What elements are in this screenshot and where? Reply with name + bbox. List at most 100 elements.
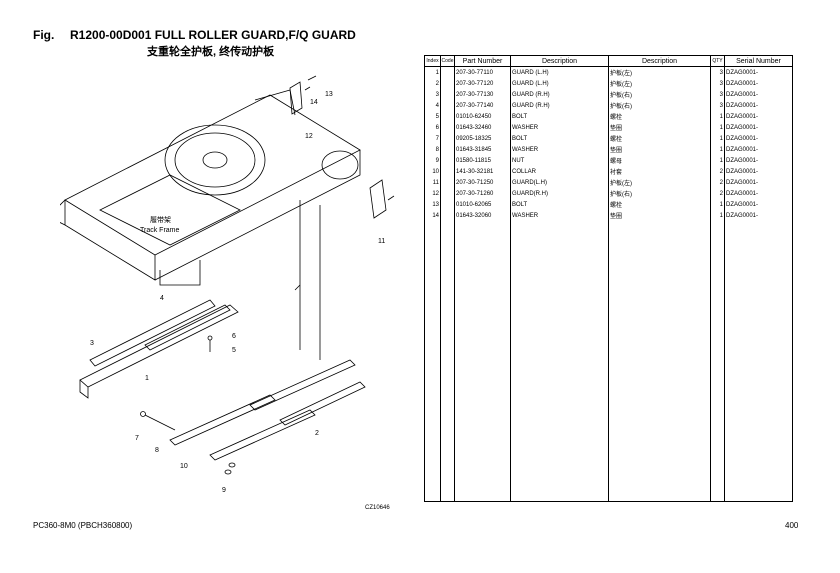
cell-pn: 207-30-77120: [454, 78, 511, 89]
cell-desc_en: GUARD (R.H): [510, 89, 609, 100]
cell-pn: 207-30-77140: [454, 100, 511, 111]
cell-code: [440, 133, 455, 144]
cell-serial: DZAG0001-: [724, 133, 793, 144]
cell-desc_cn: 垫圈: [608, 210, 711, 221]
cell-index: 6: [424, 122, 441, 133]
cell-desc_cn: 护板(右): [608, 100, 711, 111]
cell-index: 2: [424, 78, 441, 89]
callout-3: 3: [90, 340, 94, 347]
cell-serial: DZAG0001-: [724, 111, 793, 122]
filler-cell: [724, 221, 793, 502]
cell-qty: 2: [710, 188, 725, 199]
cell-qty: 1: [710, 144, 725, 155]
cell-qty: 1: [710, 210, 725, 221]
cell-pn: 01643-31845: [454, 144, 511, 155]
callout-8: 8: [155, 447, 159, 454]
cell-index: 10: [424, 166, 441, 177]
cell-serial: DZAG0001-: [724, 100, 793, 111]
track-frame: [60, 89, 361, 286]
cell-qty: 1: [710, 111, 725, 122]
cell-serial: DZAG0001-: [724, 166, 793, 177]
cell-code: [440, 78, 455, 89]
cell-desc_cn: 护板(右): [608, 188, 711, 199]
cell-pn: 01643-32060: [454, 210, 511, 221]
cell-qty: 1: [710, 133, 725, 144]
cell-code: [440, 66, 455, 78]
cell-desc_cn: 护板(左): [608, 66, 711, 78]
cell-serial: DZAG0001-: [724, 155, 793, 166]
filler-cell: [608, 221, 711, 502]
cell-serial: DZAG0001-: [724, 78, 793, 89]
bracket-13-14: [289, 75, 317, 115]
cell-serial: DZAG0001-: [724, 144, 793, 155]
cell-index: 14: [424, 210, 441, 221]
cell-qty: 3: [710, 66, 725, 78]
filler-cell: [710, 221, 725, 502]
cell-index: 5: [424, 111, 441, 122]
cell-desc_en: WASHER: [510, 122, 609, 133]
cell-index: 4: [424, 100, 441, 111]
bracket-11-12: [369, 179, 395, 219]
cell-code: [440, 155, 455, 166]
exploded-diagram: 履带架 Track Frame: [60, 75, 395, 494]
track-frame-label-en: Track Frame: [140, 227, 180, 234]
cell-index: 3: [424, 89, 441, 100]
cell-pn: 09205-18325: [454, 133, 511, 144]
cell-qty: 1: [710, 155, 725, 166]
cell-desc_en: COLLAR: [510, 166, 609, 177]
cell-code: [440, 122, 455, 133]
cell-desc_cn: 垫圈: [608, 144, 711, 155]
cell-qty: 3: [710, 89, 725, 100]
cell-desc_cn: 护板(左): [608, 78, 711, 89]
cell-qty: 1: [710, 122, 725, 133]
callout-2: 2: [315, 430, 319, 437]
cell-desc_en: WASHER: [510, 210, 609, 221]
cell-desc_en: BOLT: [510, 199, 609, 210]
cell-code: [440, 210, 455, 221]
page-subtitle: 支重轮全护板, 终传动护板: [147, 46, 275, 58]
cell-qty: 1: [710, 199, 725, 210]
col-description-en: Description: [510, 55, 609, 67]
cell-pn: 207-30-71260: [454, 188, 511, 199]
callout-14: 14: [310, 99, 318, 106]
fig-label: Fig.: [33, 28, 55, 42]
col-code: Code: [440, 55, 455, 67]
callout-5: 5: [232, 347, 236, 354]
cell-desc_en: GUARD(L.H): [510, 177, 609, 188]
model-footer: PC360-8M0 (PBCH360800): [33, 521, 133, 530]
cell-serial: DZAG0001-: [724, 66, 793, 78]
cell-pn: 01010-62450: [454, 111, 511, 122]
callout-12: 12: [305, 133, 313, 140]
cell-qty: 3: [710, 100, 725, 111]
cell-desc_cn: 护板(左): [608, 177, 711, 188]
callout-7: 7: [135, 435, 139, 442]
parts-table: Index Code Part Number Description Descr…: [424, 55, 793, 502]
cell-desc_cn: 护板(右): [608, 89, 711, 100]
cell-code: [440, 144, 455, 155]
cell-index: 8: [424, 144, 441, 155]
cell-desc_en: GUARD (L.H): [510, 78, 609, 89]
cell-serial: DZAG0001-: [724, 122, 793, 133]
leader-lines: [294, 200, 321, 360]
cell-desc_cn: 螺栓: [608, 199, 711, 210]
guard-set-right: [169, 359, 366, 461]
col-qty: QTY: [710, 55, 725, 67]
cell-desc_en: GUARD (L.H): [510, 66, 609, 78]
cell-index: 11: [424, 177, 441, 188]
cell-desc_cn: 垫圈: [608, 122, 711, 133]
cell-code: [440, 188, 455, 199]
cell-desc_en: WASHER: [510, 144, 609, 155]
cell-pn: 207-30-71250: [454, 177, 511, 188]
cell-pn: 207-30-77110: [454, 66, 511, 78]
filler-cell: [440, 221, 455, 502]
